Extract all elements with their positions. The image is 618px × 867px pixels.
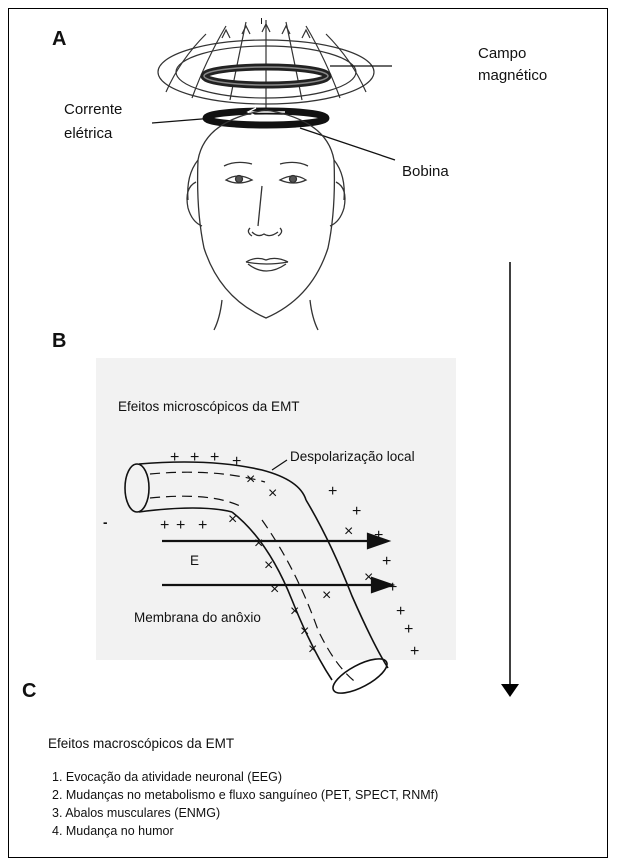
label-e-field: E (190, 552, 199, 569)
svg-text:+: + (176, 517, 185, 534)
label-campo-line2: magnético (478, 66, 547, 85)
svg-text:+: + (396, 603, 405, 620)
list-item: 2. Mudanças no metabolismo e fluxo sangu… (52, 786, 438, 804)
head-illustration (187, 110, 345, 330)
label-corrente-line2: elétrica (64, 124, 112, 143)
svg-text:+: + (382, 553, 391, 570)
panel-label-a: A (52, 28, 66, 51)
macroscopic-effects-list: 1. Evocação da atividade neuronal (EEG) … (52, 768, 438, 840)
svg-text:×: × (268, 485, 277, 502)
svg-text:×: × (322, 587, 331, 604)
label-bobina: Bobina (402, 162, 449, 181)
field-marker: ı (260, 12, 263, 31)
svg-text:+: + (232, 453, 241, 470)
list-item: 3. Abalos musculares (ENMG) (52, 804, 438, 822)
label-minus: - (103, 514, 108, 531)
label-campo-line1: Campo (478, 44, 526, 63)
label-membrana: Membrana do anôxio (134, 609, 261, 626)
svg-text:+: + (388, 579, 397, 596)
panel-c-title: Efeitos macroscópicos da EMT (48, 735, 234, 752)
svg-text:+: + (160, 517, 169, 534)
list-item: 1. Evocação da atividade neuronal (EEG) (52, 768, 438, 786)
progression-arrow (501, 262, 519, 697)
svg-text:×: × (254, 535, 263, 552)
svg-text:×: × (264, 557, 273, 574)
panel-label-c: C (22, 680, 36, 703)
panel-b-title: Efeitos microscópicos da EMT (118, 398, 300, 415)
svg-text:+: + (328, 483, 337, 500)
svg-text:×: × (290, 603, 299, 620)
label-corrente-line1: Corrente (64, 100, 122, 119)
svg-text:×: × (246, 471, 255, 488)
svg-text:+: + (170, 449, 179, 466)
list-item: 4. Mudança no humor (52, 822, 438, 840)
svg-text:+: + (404, 621, 413, 638)
svg-text:×: × (308, 641, 317, 658)
svg-text:×: × (300, 623, 309, 640)
svg-text:×: × (270, 581, 279, 598)
panel-label-b: B (52, 330, 66, 353)
svg-text:+: + (352, 503, 361, 520)
svg-text:+: + (210, 449, 219, 466)
svg-text:+: + (410, 643, 419, 660)
label-despolarizacao: Despolarização local (290, 448, 415, 465)
svg-text:×: × (344, 523, 353, 540)
svg-text:+: + (198, 517, 207, 534)
svg-text:+: + (190, 449, 199, 466)
svg-text:×: × (228, 511, 237, 528)
